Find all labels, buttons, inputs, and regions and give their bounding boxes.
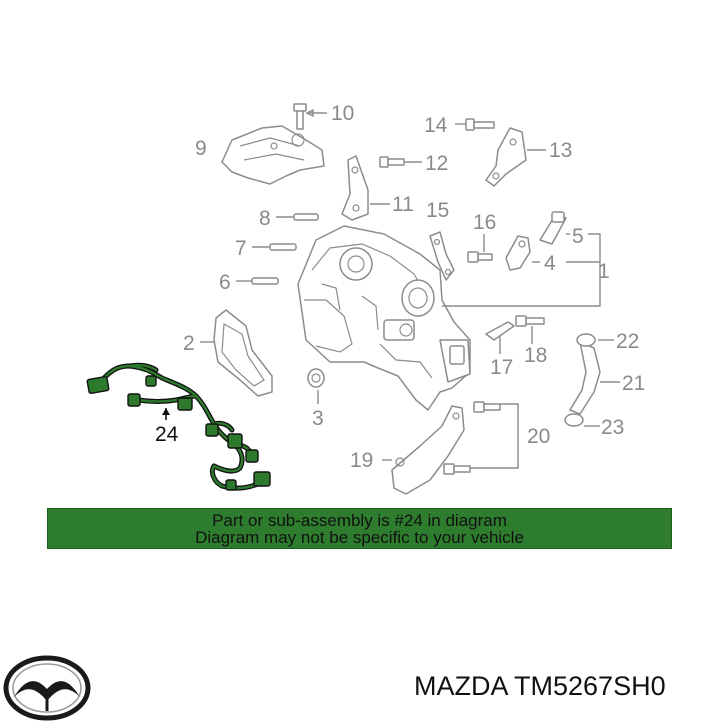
callout-2: 2 xyxy=(183,332,195,355)
callout-10: 10 xyxy=(331,102,354,125)
callout-13: 13 xyxy=(549,139,572,162)
bracket-lines-1-4-5 xyxy=(442,233,601,307)
part-sensor-4 xyxy=(505,235,540,271)
callout-4: 4 xyxy=(544,252,556,275)
part-clamp-22 xyxy=(576,333,614,347)
part-turbocharger-1 xyxy=(297,225,471,411)
parts-diagram: 1 2 3 4 5 6 7 8 9 10 11 12 13 14 15 16 1… xyxy=(86,102,645,495)
banner-line-1: Part or sub-assembly is #24 in diagram xyxy=(212,510,507,530)
part-wiring-harness-24 xyxy=(86,362,271,491)
part-bracket-13 xyxy=(485,127,546,187)
callout-5: 5 xyxy=(572,225,584,248)
callout-6: 6 xyxy=(219,271,231,294)
part-bolt-12 xyxy=(379,156,422,168)
callout-14: 14 xyxy=(424,114,448,137)
part-bolts-20 xyxy=(443,401,519,475)
part-heat-shield xyxy=(221,125,325,185)
banner-line-2: Diagram may not be specific to your vehi… xyxy=(195,527,524,547)
part-bolt-18 xyxy=(515,315,545,344)
callout-21: 21 xyxy=(622,372,645,395)
part-bracket-11 xyxy=(341,155,390,221)
part-gasket-2 xyxy=(200,309,273,397)
mazda-logo-icon xyxy=(3,655,91,721)
callout-22: 22 xyxy=(616,330,639,353)
callout-19: 19 xyxy=(350,449,373,472)
callout-24: 24 xyxy=(155,423,179,446)
callout-8: 8 xyxy=(259,207,271,230)
callout-7: 7 xyxy=(235,237,247,260)
part-clamp-17 xyxy=(485,321,515,354)
part-nut-3 xyxy=(307,368,325,404)
part-hose-21 xyxy=(569,341,620,415)
part-bolt-10 xyxy=(293,103,327,130)
callout-18: 18 xyxy=(524,344,547,367)
callout-9: 9 xyxy=(195,137,207,160)
part-bolt-14 xyxy=(455,118,495,131)
part-bracket-15 xyxy=(429,231,455,281)
callout-1: 1 xyxy=(598,260,610,283)
part-studs xyxy=(236,213,319,285)
part-number: MAZDA TM5267SH0 xyxy=(414,671,666,701)
callout-16: 16 xyxy=(473,211,496,234)
info-banner: Part or sub-assembly is #24 in diagram D… xyxy=(47,508,672,549)
part-sensor-5 xyxy=(539,211,570,245)
callout-12: 12 xyxy=(425,152,448,175)
part-bracket-19 xyxy=(382,405,465,495)
callout-11: 11 xyxy=(392,193,414,216)
part-clamp-23 xyxy=(564,413,600,427)
callout-labels: 1 2 3 4 5 6 7 8 9 10 11 12 13 14 15 16 1… xyxy=(155,102,645,472)
callout-20: 20 xyxy=(527,425,550,448)
callout-15: 15 xyxy=(426,199,449,222)
callout-17: 17 xyxy=(490,356,513,379)
callout-3: 3 xyxy=(312,407,324,430)
part-bolt-16 xyxy=(467,234,493,263)
callout-23: 23 xyxy=(601,416,624,439)
